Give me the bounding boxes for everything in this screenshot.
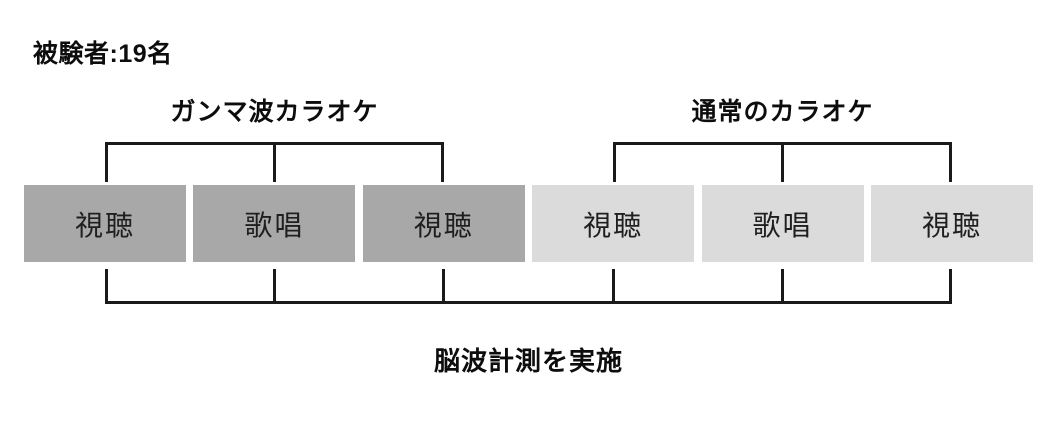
phase-box-normal-viewing-2: 視聴 — [870, 185, 1033, 262]
phase-box-gamma-viewing-2: 視聴 — [362, 185, 525, 262]
bracket-tick-line — [442, 269, 446, 301]
phase-box-normal-singing: 歌唱 — [701, 185, 864, 262]
subjects-count-label: 被験者:19名 — [33, 40, 173, 68]
bracket-tick-line — [949, 269, 952, 301]
eeg-measurement-label: 脳波計測を実施 — [433, 346, 623, 376]
bracket-tick-line — [949, 145, 952, 182]
group-label-gamma-karaoke: ガンマ波カラオケ — [170, 98, 379, 126]
phase-box-normal-viewing-1: 視聴 — [532, 185, 695, 262]
bracket-tick-line — [105, 145, 108, 182]
bracket-tick-line — [611, 269, 615, 301]
bracket-eeg-measurement — [105, 269, 952, 304]
phase-box-gamma-viewing-1: 視聴 — [24, 185, 186, 262]
bracket-tick-line — [273, 145, 276, 182]
phase-boxes-row: 視聴 歌唱 視聴 視聴 歌唱 視聴 — [24, 185, 1033, 262]
bracket-normal-karaoke — [613, 142, 952, 182]
phase-box-gamma-singing: 歌唱 — [193, 185, 356, 262]
bracket-tick-line — [441, 145, 444, 182]
bracket-tick-line — [613, 145, 616, 182]
bracket-tick-line — [781, 269, 785, 301]
group-label-normal-karaoke: 通常のカラオケ — [691, 98, 874, 126]
bracket-tick-line — [105, 269, 108, 301]
bracket-tick-line — [272, 269, 276, 301]
bracket-tick-line — [781, 145, 784, 182]
bracket-gamma-karaoke — [105, 142, 444, 182]
